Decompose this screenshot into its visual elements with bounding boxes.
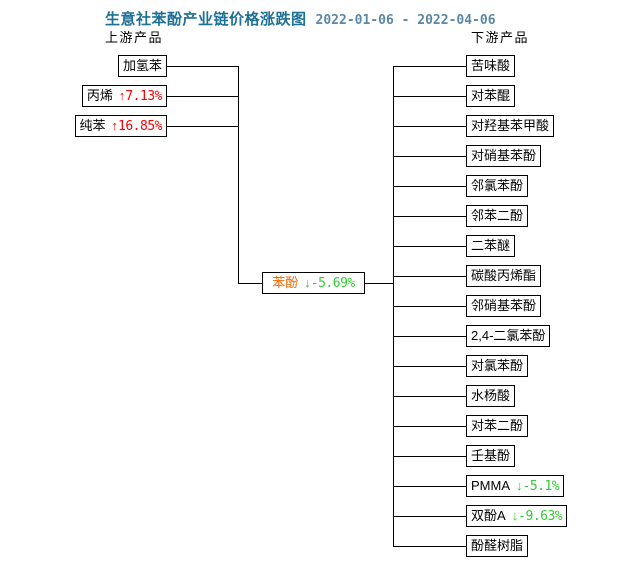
product-name: 2,4-二氯苯酚 [471, 328, 546, 343]
downstream-product-box: 碳酸丙烯酯 [466, 265, 542, 287]
product-name: 丙烯 [86, 88, 113, 103]
change-percent: 16.85% [118, 119, 162, 134]
downstream-product-box: 邻氯苯酚 [466, 175, 529, 197]
connector-line [393, 96, 466, 97]
product-name: 对苯醌 [471, 88, 511, 103]
upstream-product-box: 纯苯 ↑16.85% [74, 115, 167, 137]
connector-line [393, 66, 466, 67]
connector-line [393, 306, 466, 307]
upstream-product-box: 丙烯 ↑7.13% [81, 85, 167, 107]
connector-line [238, 66, 239, 284]
up-arrow-icon: ↑ [118, 88, 126, 103]
product-name: 邻氯苯酚 [471, 178, 524, 193]
product-name: 对氯苯酚 [471, 358, 524, 373]
product-name: 对苯二酚 [471, 418, 524, 433]
downstream-header: 下游产品 [471, 30, 530, 45]
connector-line [365, 283, 393, 284]
downstream-product-box: 苦味酸 [466, 55, 516, 77]
downstream-product-box: 邻苯二酚 [466, 205, 529, 227]
product-name: 双酚A [471, 508, 506, 523]
connector-line [393, 516, 466, 517]
up-arrow-icon: ↑ [111, 118, 119, 133]
connector-line [393, 426, 466, 427]
down-arrow-icon: ↓ [516, 478, 523, 493]
title-text: 生意社苯酚产业链价格涨跌图 [105, 11, 307, 28]
connector-line [393, 396, 466, 397]
change-percent: -5.69% [310, 276, 355, 291]
product-name: PMMA [471, 478, 510, 493]
page-title: 生意社苯酚产业链价格涨跌图 2022-01-06 - 2022-04-06 [105, 8, 496, 29]
product-name: 水杨酸 [471, 388, 511, 403]
product-name: 纯苯 [79, 118, 106, 133]
center-product-box: 苯酚 ↓-5.69% [262, 272, 365, 294]
product-name: 酚醛树脂 [471, 538, 524, 553]
connector-line [238, 283, 262, 284]
downstream-product-box: 邻硝基苯酚 [466, 295, 542, 317]
downstream-product-box: 双酚A ↓-9.63% [466, 505, 568, 527]
product-name: 苯酚 [272, 275, 299, 290]
downstream-product-box: 对苯二酚 [466, 415, 529, 437]
downstream-product-box: 水杨酸 [466, 385, 516, 407]
downstream-product-box: PMMA ↓-5.1% [466, 475, 565, 497]
connector-line [393, 336, 466, 337]
connector-line [393, 486, 466, 487]
connector-line [167, 126, 238, 127]
down-arrow-icon: ↓ [304, 275, 311, 290]
product-name: 对羟基苯甲酸 [471, 118, 550, 133]
down-arrow-icon: ↓ [511, 508, 519, 523]
product-name: 苦味酸 [471, 58, 511, 73]
product-name: 二苯醚 [471, 238, 511, 253]
downstream-product-box: 对硝基苯酚 [466, 145, 542, 167]
connector-line [393, 456, 466, 457]
change-percent: -5.1% [522, 479, 560, 494]
downstream-product-box: 2,4-二氯苯酚 [466, 325, 551, 347]
product-name: 邻苯二酚 [471, 208, 524, 223]
product-name: 碳酸丙烯酯 [471, 268, 537, 283]
connector-line [393, 186, 466, 187]
connector-line [393, 126, 466, 127]
connector-line [393, 246, 466, 247]
product-name: 壬基酚 [471, 448, 511, 463]
connector-line [393, 546, 466, 547]
connector-line [167, 96, 238, 97]
connector-line [393, 276, 466, 277]
downstream-product-box: 对羟基苯甲酸 [466, 115, 555, 137]
downstream-product-box: 对苯醌 [466, 85, 516, 107]
downstream-product-box: 对氯苯酚 [466, 355, 529, 377]
downstream-product-box: 二苯醚 [466, 235, 516, 257]
product-name: 加氢苯 [122, 58, 162, 73]
downstream-product-box: 壬基酚 [466, 445, 516, 467]
product-name: 对硝基苯酚 [471, 148, 537, 163]
upstream-product-box: 加氢苯 [117, 55, 167, 77]
connector-line [393, 366, 466, 367]
connector-line [393, 156, 466, 157]
downstream-product-box: 酚醛树脂 [466, 535, 529, 557]
change-percent: -9.63% [518, 509, 563, 524]
product-name: 邻硝基苯酚 [471, 298, 537, 313]
upstream-header: 上游产品 [105, 30, 164, 45]
title-date-range: 2022-01-06 - 2022-04-06 [315, 13, 496, 28]
change-percent: 7.13% [125, 89, 162, 104]
connector-line [167, 66, 238, 67]
connector-line [393, 216, 466, 217]
